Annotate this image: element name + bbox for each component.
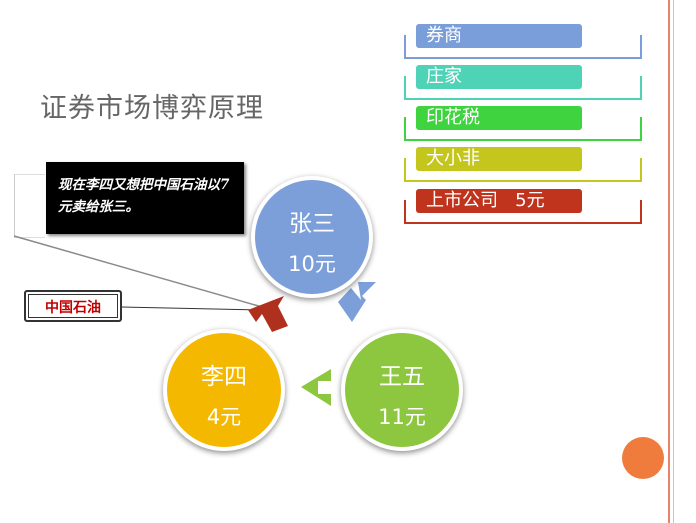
connector-line-note	[13, 235, 263, 308]
stock-tag: 中国石油	[24, 290, 122, 322]
slide-title: 证券市场博弈原理	[40, 93, 264, 124]
info-note: 现在李四又想把中国石油以7元卖给张三。	[46, 162, 244, 234]
node-name: 王五	[379, 364, 425, 390]
arrow-wang-to-li	[301, 369, 331, 406]
legend-bracket	[404, 117, 642, 141]
legend-bracket	[404, 35, 642, 59]
node-zhang-san: 张三 10元	[251, 176, 373, 298]
legend-bracket	[404, 158, 642, 182]
arrow-li-to-zhang	[248, 296, 288, 332]
legend-label: 印花税	[416, 106, 582, 130]
right-border-line-inner	[673, 0, 674, 523]
node-name: 张三	[289, 211, 335, 237]
node-li-si: 李四 4元	[163, 329, 285, 451]
node-price: 10元	[288, 252, 336, 276]
legend-label: 庄家	[416, 65, 582, 89]
legend-label: 券商	[416, 24, 582, 48]
connector-line-tag	[121, 306, 263, 311]
decorative-circle	[622, 437, 664, 479]
node-name: 李四	[201, 364, 247, 390]
legend-label: 大小非	[416, 147, 582, 171]
legend-label: 上市公司 5元	[416, 189, 582, 213]
node-price: 4元	[206, 405, 242, 429]
legend-bracket	[404, 76, 642, 100]
arrow-zhang-to-wang	[338, 282, 376, 322]
right-border-line	[668, 0, 670, 523]
legend-bracket	[404, 200, 642, 224]
node-price: 11元	[378, 405, 426, 429]
note-frame	[14, 174, 45, 238]
node-wang-wu: 王五 11元	[341, 329, 463, 451]
